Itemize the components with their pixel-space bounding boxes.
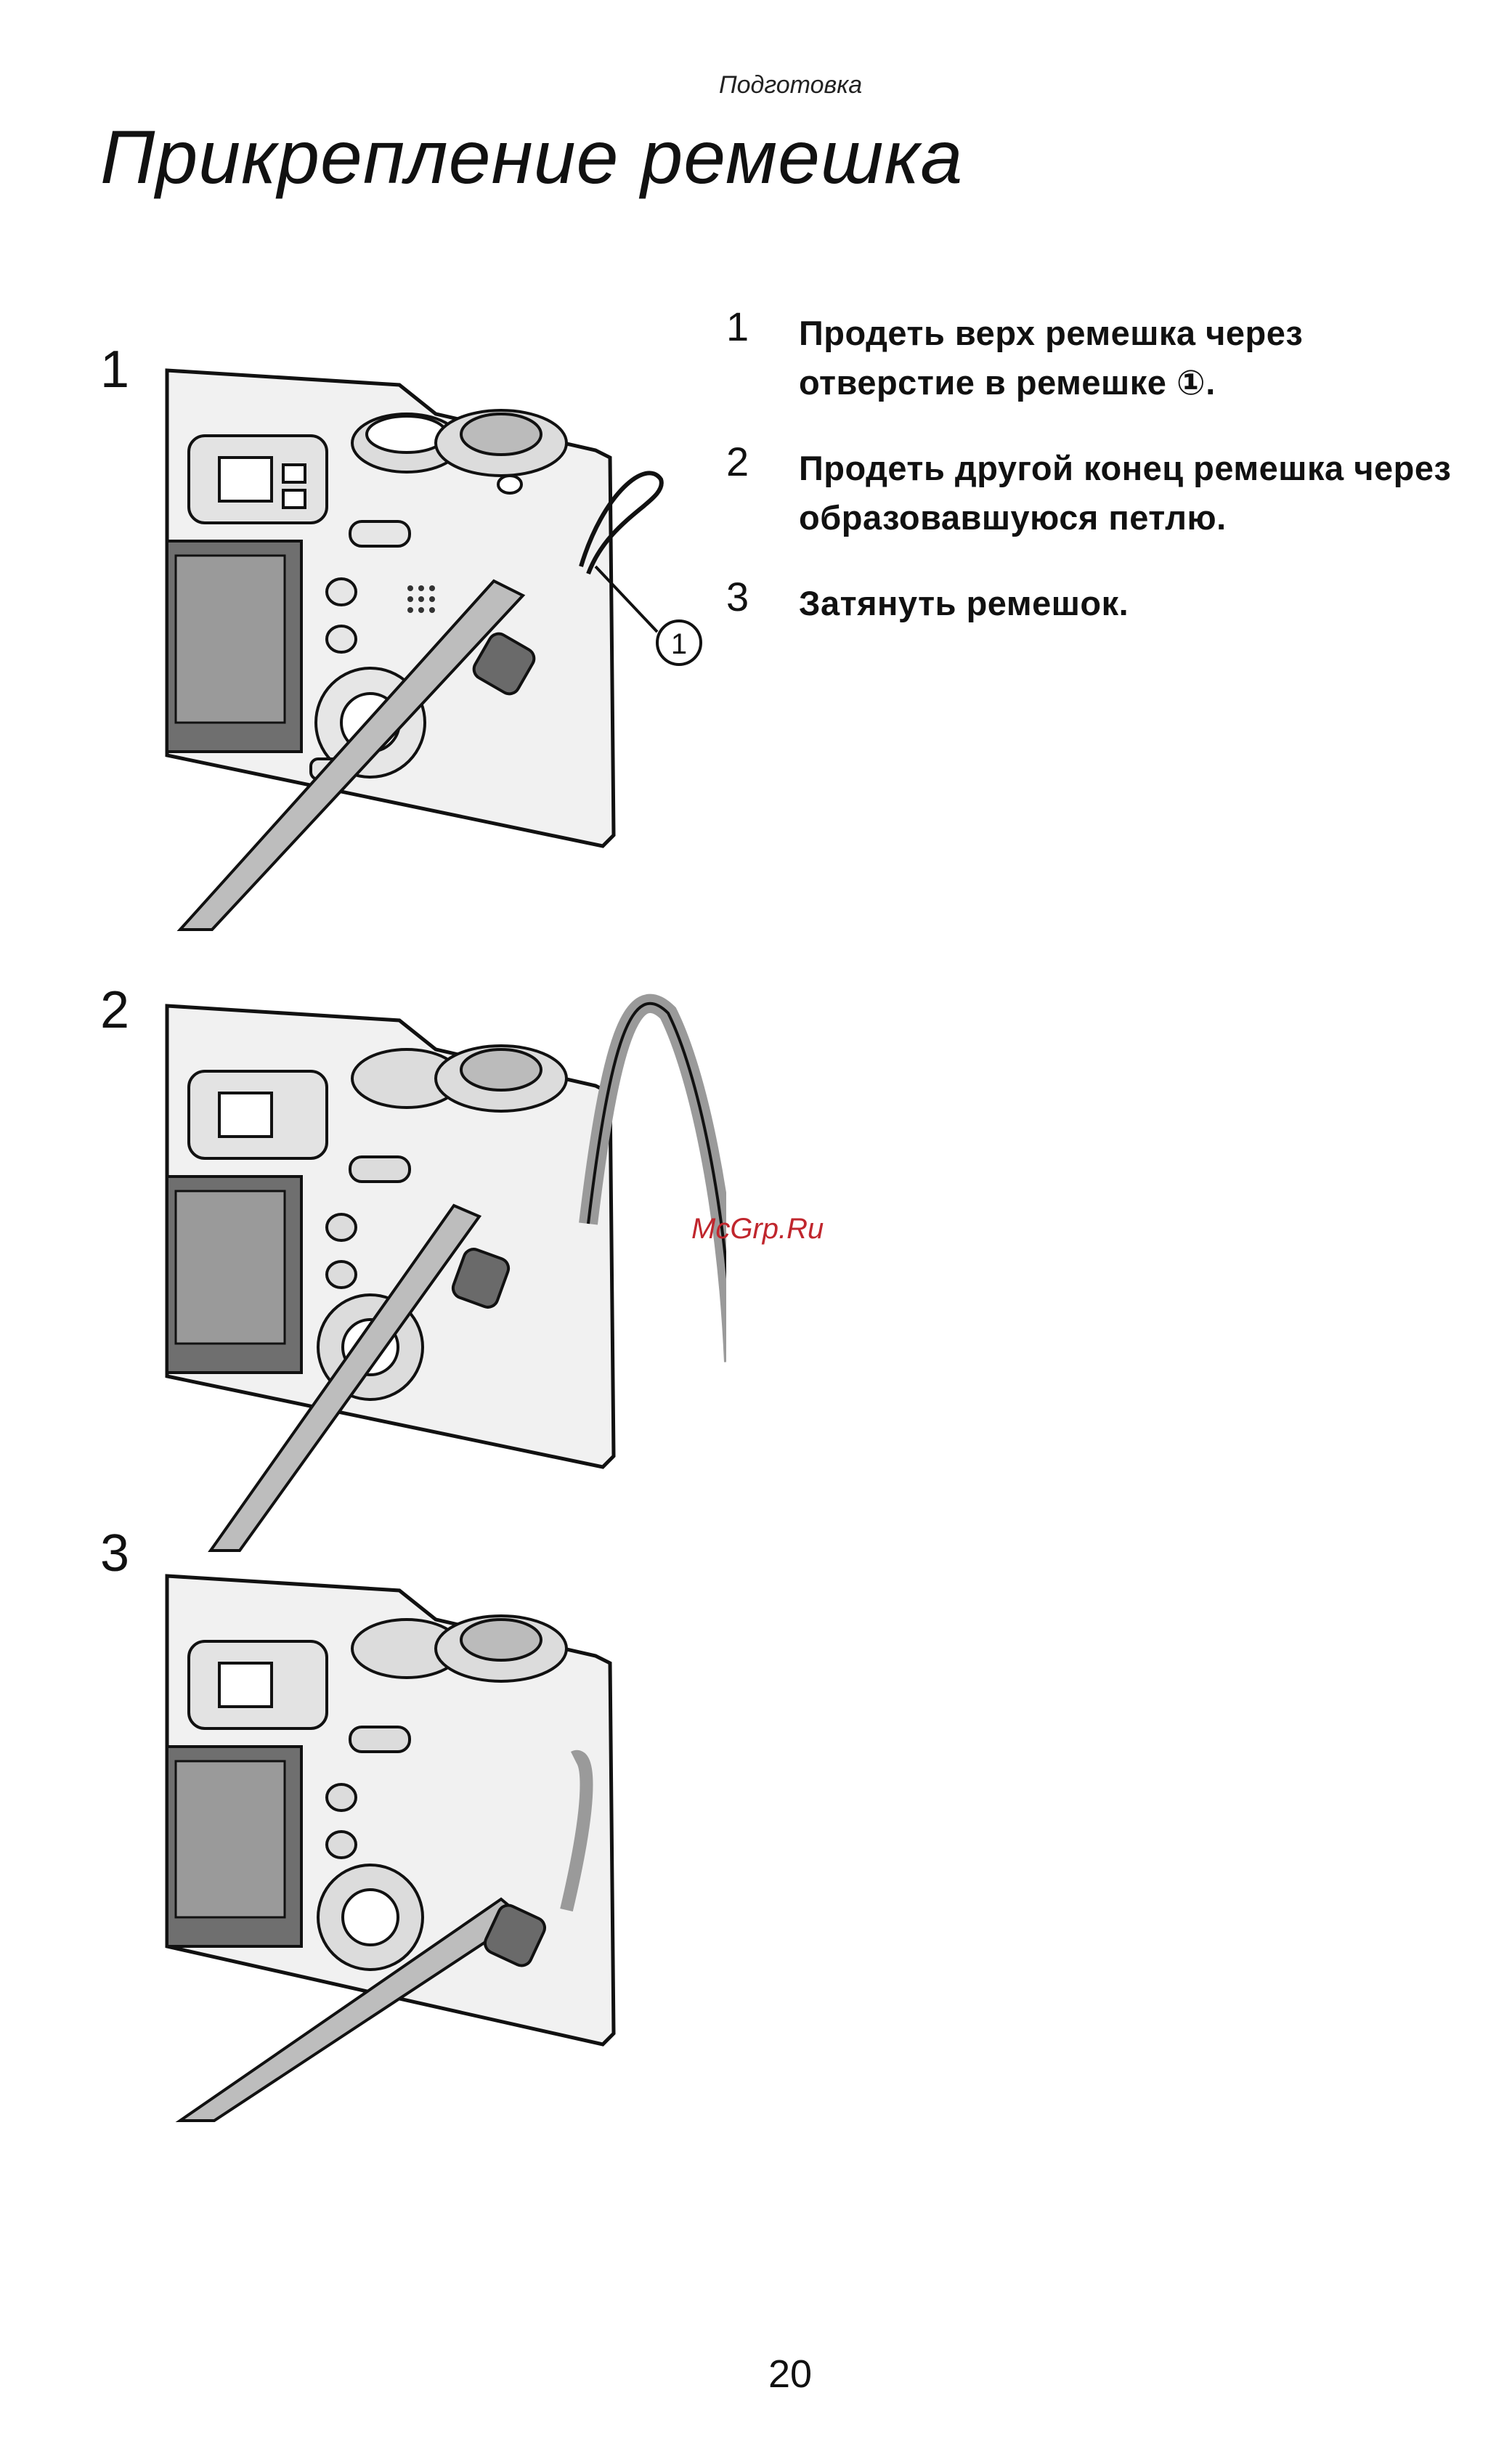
step-2: 2 Продеть другой конец ремешка через обр… xyxy=(726,444,1452,543)
step-text: Продеть верх ремешка через отверстие в р… xyxy=(799,309,1452,407)
steps-list: 1 Продеть верх ремешка через отверстие в… xyxy=(726,309,1452,665)
svg-text:1: 1 xyxy=(671,628,687,660)
step-text: Затянуть ремешок. xyxy=(799,579,1452,628)
page-title: Прикрепление ремешка xyxy=(100,115,963,201)
figure-1-number: 1 xyxy=(100,340,129,399)
figure-2-number: 2 xyxy=(100,980,129,1040)
speaker-dots xyxy=(407,585,435,613)
page-number: 20 xyxy=(768,2352,812,2397)
step-number: 1 xyxy=(726,303,749,350)
step-1: 1 Продеть верх ремешка через отверстие в… xyxy=(726,309,1452,407)
watermark: McGrp.Ru xyxy=(691,1213,824,1246)
step-text: Продеть другой конец ремешка через образ… xyxy=(799,444,1452,543)
figure-3-number: 3 xyxy=(100,1524,129,1583)
step-number: 3 xyxy=(726,573,749,620)
figure-1-illustration: 1 xyxy=(160,349,726,944)
figure-3-illustration xyxy=(160,1569,726,2135)
viewfinder xyxy=(189,436,327,523)
figure-2-illustration xyxy=(160,984,726,1565)
section-label: Подготовка xyxy=(719,71,862,99)
step-number: 2 xyxy=(726,438,749,485)
step-3: 3 Затянуть ремешок. xyxy=(726,579,1452,628)
